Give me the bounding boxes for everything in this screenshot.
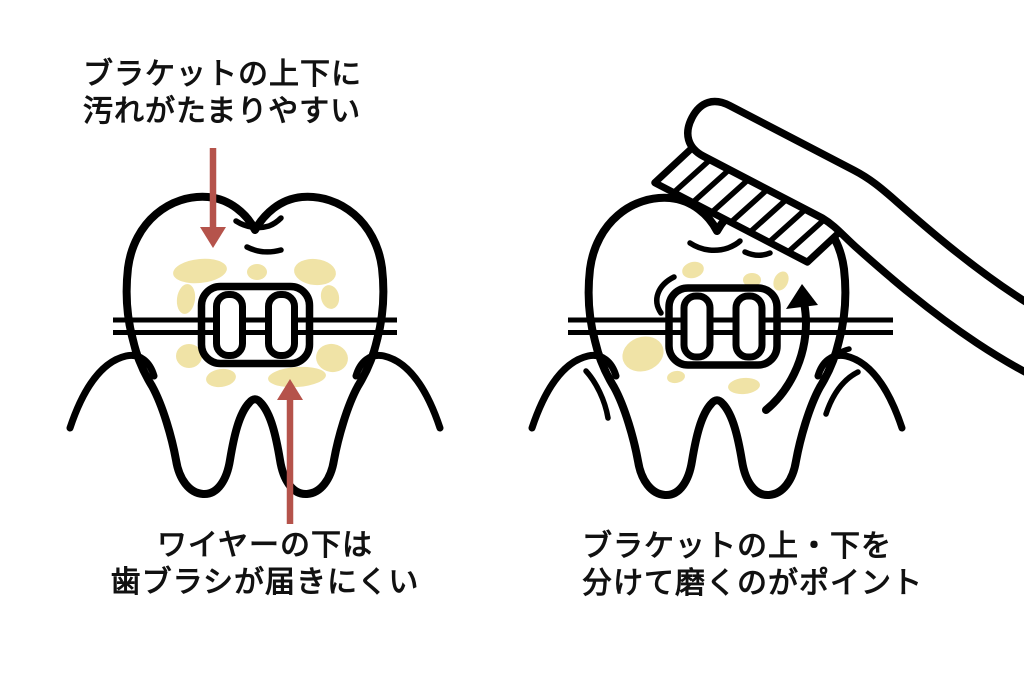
plaque-spot <box>320 285 340 309</box>
gum-crease <box>583 368 611 421</box>
plaque-spot <box>176 344 202 368</box>
right-braces <box>568 288 893 365</box>
right-plaque-spots <box>622 261 789 395</box>
plaque-spot <box>728 377 760 395</box>
pointer-arrow-down <box>200 148 226 248</box>
left-tooth-grooves <box>233 215 284 255</box>
brush-direction-arrow <box>762 284 818 414</box>
plaque-spot <box>773 271 789 291</box>
right-gum-lines <box>528 346 906 432</box>
gum-line-right <box>814 351 906 432</box>
plaque-spot <box>682 261 704 279</box>
occlusal-groove <box>742 249 773 258</box>
plaque-spot <box>622 336 664 372</box>
label-wire-hard-to-reach-line2: 歯ブラシが届きにくい <box>110 565 420 600</box>
label-wire-hard-to-reach: ワイヤーの下は 歯ブラシが届きにくい <box>90 527 440 601</box>
label-brushing-tip-line1: ブラケットの上・下を <box>582 529 892 564</box>
gum-crease <box>823 369 861 417</box>
plaque-spot <box>294 258 336 286</box>
plaque-spot <box>247 264 267 280</box>
archwire <box>113 317 397 335</box>
label-wire-hard-to-reach-line1: ワイヤーの下は <box>156 528 374 563</box>
plaque-spot <box>268 366 326 388</box>
archwire <box>568 317 893 335</box>
label-plaque-buildup: ブラケットの上下に 汚れがたまりやすい <box>83 56 362 130</box>
gum-line-left <box>66 351 158 432</box>
occlusal-groove <box>687 238 743 254</box>
left-gum-lines <box>66 351 444 432</box>
toothbrush <box>651 97 1024 421</box>
left-plaque-spots <box>173 258 348 388</box>
gum-crease <box>825 346 852 365</box>
label-plaque-buildup-line1: ブラケットの上下に <box>83 57 362 92</box>
enamel-highlight-curve <box>654 274 677 316</box>
plaque-spot <box>176 284 196 314</box>
pointer-arrow-up <box>277 379 303 524</box>
gum-line-right <box>352 351 444 432</box>
gum-line-left <box>528 351 620 432</box>
bristle-tuft-lines <box>672 156 828 254</box>
plaque-spot <box>667 370 685 384</box>
label-plaque-buildup-line2: 汚れがたまりやすい <box>83 94 362 129</box>
left-braces <box>113 287 397 364</box>
occlusal-groove <box>244 244 284 255</box>
toothbrush-head-and-handle <box>684 97 1024 421</box>
right-tooth-grooves <box>654 238 773 316</box>
left-tooth-figure <box>66 148 444 524</box>
plaque-spot <box>743 273 761 287</box>
occlusal-groove <box>233 215 284 231</box>
right-tooth-figure <box>528 97 1024 495</box>
label-brushing-tip: ブラケットの上・下を 分けて磨くのがポイント <box>582 528 923 602</box>
plaque-spot <box>173 258 227 284</box>
plaque-spot <box>206 368 236 388</box>
label-brushing-tip-line2: 分けて磨くのがポイント <box>582 566 923 601</box>
plaque-spot <box>316 343 348 373</box>
